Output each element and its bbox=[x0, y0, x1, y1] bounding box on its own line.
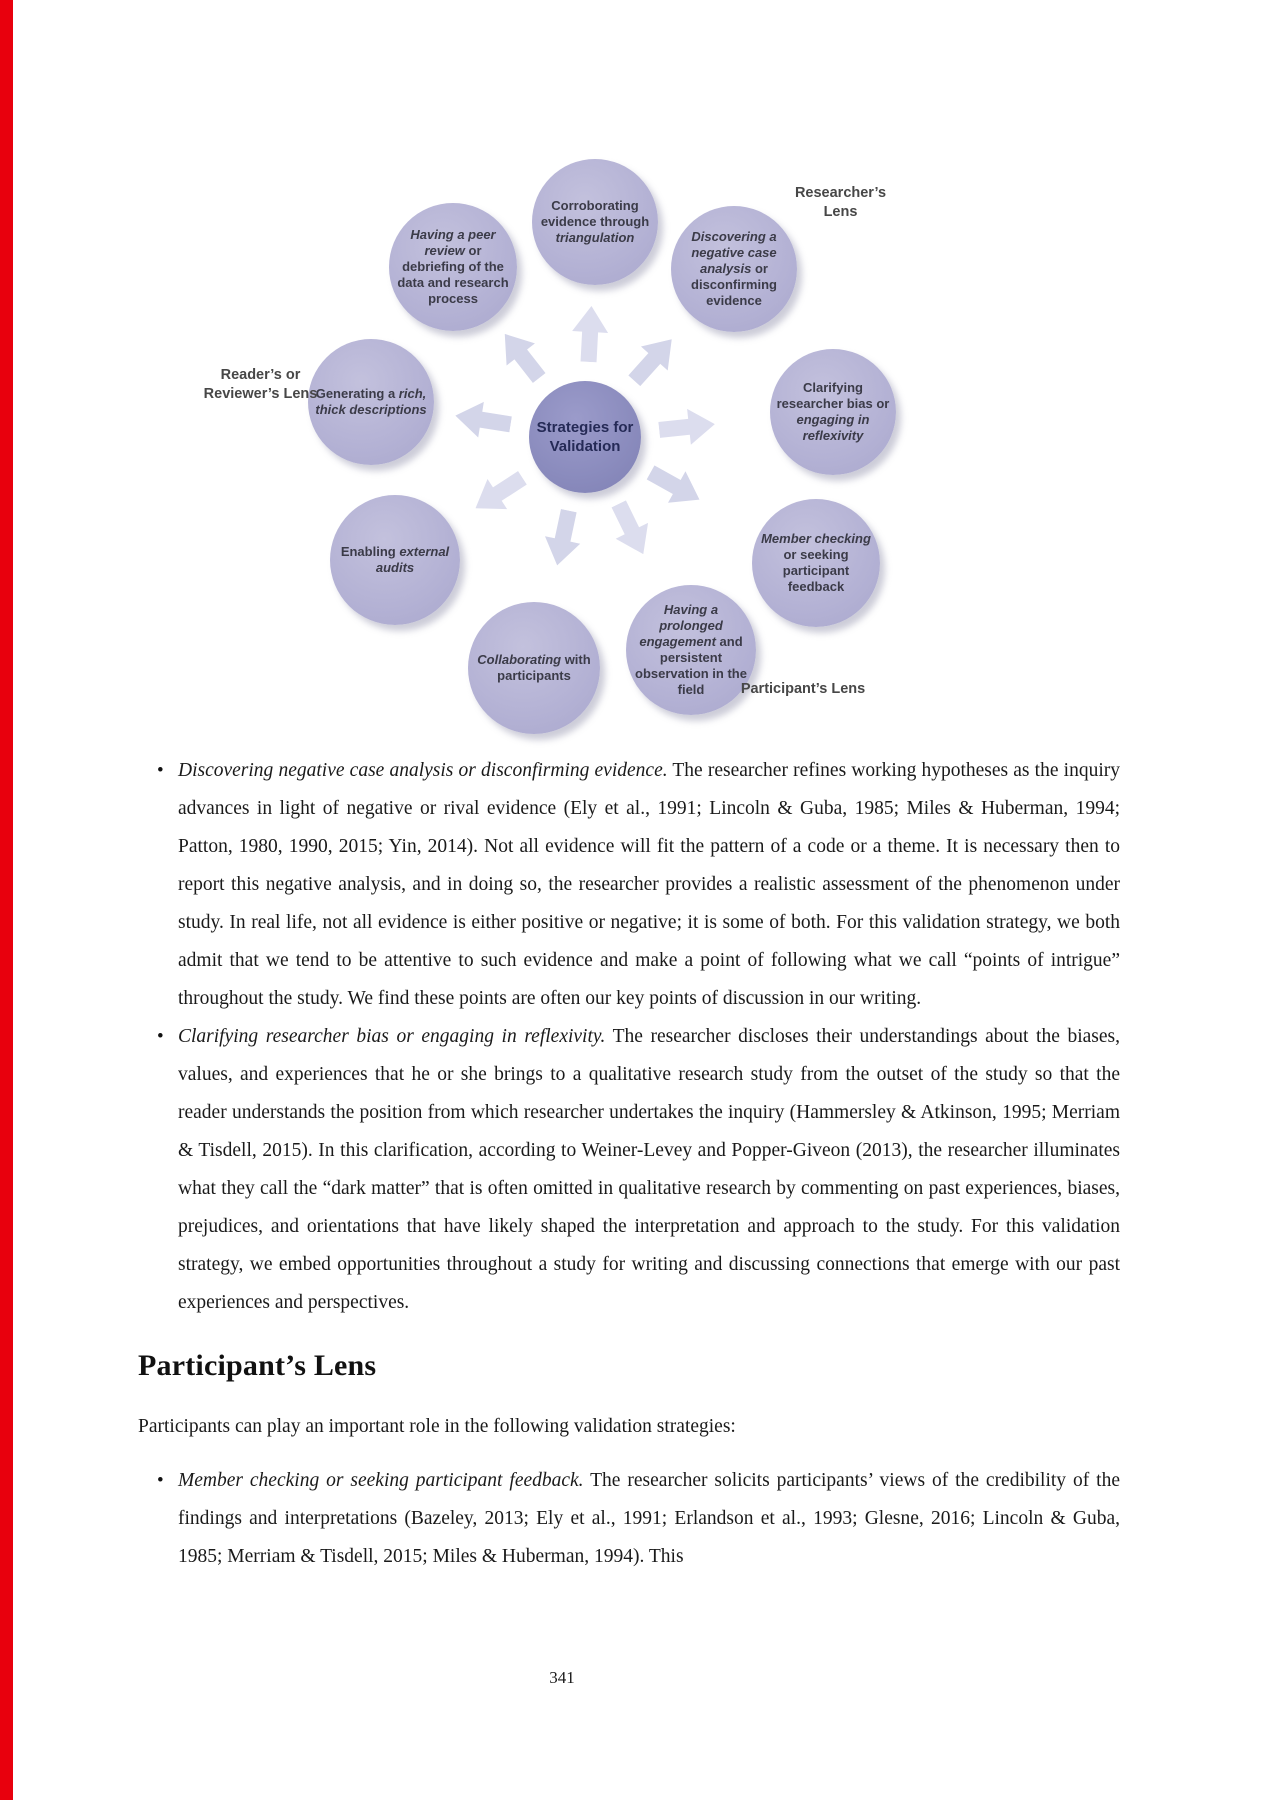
strategy-circle-triangulation: Corroborating evidence through triangula… bbox=[532, 159, 658, 285]
participant-lens-label: Participant’s Lens bbox=[740, 681, 866, 697]
bullet-lead-negative-case: Discovering negative case analysis or di… bbox=[178, 760, 668, 781]
section-intro: Participants can play an important role … bbox=[138, 1416, 736, 1437]
bullet-body-negative-case: The researcher refines working hypothese… bbox=[178, 760, 1120, 1009]
reader-reviewer-lens-label: Reader’s or Reviewer’s Lens bbox=[203, 367, 318, 402]
bullet-body-member-checking: The researcher solicits participants’ vi… bbox=[178, 1470, 1120, 1567]
strategy-circle-peer-review: Having a peer review or debriefing of th… bbox=[389, 203, 517, 331]
researcher-lens-label: Researcher’s Lens bbox=[794, 185, 887, 220]
radial-arrow-icon bbox=[637, 448, 713, 524]
page-number: 341 bbox=[549, 1668, 575, 1687]
list-item: Member checking or seeking participant f… bbox=[157, 1462, 1120, 1576]
bullet-body-reflexivity: The researcher discloses their understan… bbox=[178, 1026, 1120, 1313]
strategies-for-validation-hub: Strategies for Validation bbox=[529, 381, 641, 493]
radial-arrow-icon bbox=[483, 317, 562, 396]
radial-arrow-icon bbox=[460, 454, 537, 531]
strategy-circle-reflexivity: Clarifying researcher bias or engaging i… bbox=[770, 349, 896, 475]
strategy-circle-collaborating: Collaborating with participants bbox=[468, 602, 600, 734]
list-item: Discovering negative case analysis or di… bbox=[157, 752, 1120, 1018]
section-heading: Participant’s Lens bbox=[138, 1349, 377, 1382]
page-edge-accent-bar bbox=[0, 0, 13, 1800]
strategy-circle-negative-case: Discovering a negative case analysis or … bbox=[671, 206, 797, 332]
strategy-circle-member-checking: Member checking or seeking participant f… bbox=[752, 499, 880, 627]
radial-arrow-icon bbox=[594, 492, 669, 567]
page-body: Discovering negative case analysis or di… bbox=[138, 752, 1120, 1576]
radial-arrow-icon bbox=[530, 505, 596, 571]
radial-arrow-icon bbox=[561, 305, 620, 364]
participant-strategies-list: Member checking or seeking participant f… bbox=[138, 1462, 1120, 1576]
radial-arrow-icon bbox=[613, 320, 692, 399]
radial-arrow-icon bbox=[451, 388, 515, 452]
bullet-lead-member-checking: Member checking or seeking participant f… bbox=[178, 1470, 584, 1491]
strategy-circle-external-audits: Enabling external audits bbox=[330, 495, 460, 625]
strategy-circle-prolonged-engagement: Having a prolonged engagement and persis… bbox=[626, 585, 756, 715]
radial-arrow-icon bbox=[656, 396, 718, 458]
bullet-lead-reflexivity: Clarifying researcher bias or engaging i… bbox=[178, 1026, 606, 1047]
list-item: Clarifying researcher bias or engaging i… bbox=[157, 1018, 1120, 1322]
strategy-circle-thick-description: Generating a rich, thick descriptions bbox=[308, 339, 434, 465]
validation-strategies-list: Discovering negative case analysis or di… bbox=[138, 752, 1120, 1322]
validation-strategies-figure: Having a peer review or debriefing of th… bbox=[0, 0, 1273, 760]
